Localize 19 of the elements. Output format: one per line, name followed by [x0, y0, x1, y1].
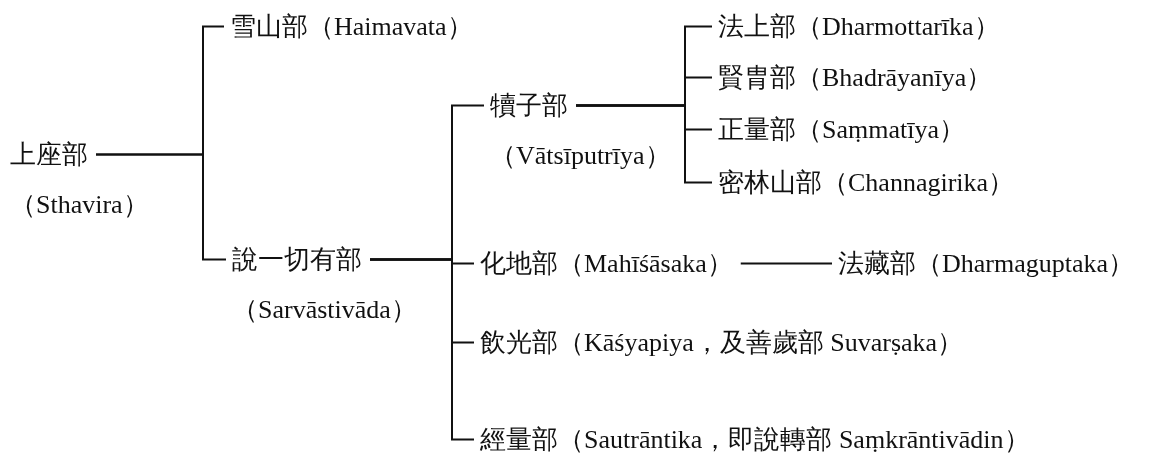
school-name: （Vātsīputrīya）: [490, 140, 671, 172]
school-name: 密林山部（Channagirika）: [718, 167, 1015, 199]
school-name: （Sarvāstivāda）: [232, 294, 417, 326]
tree-connector: [739, 262, 833, 265]
tree-connector: [369, 258, 475, 441]
school-name: （Sthavira）: [10, 189, 149, 221]
school-name: 上座部: [10, 139, 89, 171]
school-name: 說一切有部: [232, 244, 363, 276]
school-name: 飲光部（Kāśyapiya，及善歲部 Suvarṣaka）: [480, 327, 964, 359]
school-name: 化地部（Mahīśāsaka）: [480, 248, 733, 280]
school-name: 賢胄部（Bhadrāyanīya）: [718, 62, 993, 94]
tree-connector: [575, 104, 713, 184]
school-name: 法上部（Dharmottarīka）: [718, 11, 1000, 43]
tree-connector: [95, 153, 227, 261]
school-name: 犢子部: [490, 90, 569, 122]
school-name: 法藏部（Dharmaguptaka）: [838, 248, 1135, 280]
school-name: 雪山部（Haimavata）: [230, 11, 473, 43]
school-name: 正量部（Saṃmatīya）: [718, 114, 965, 146]
school-name: 經量部（Sautrāntika，即說轉部 Saṃkrāntivādin）: [480, 424, 1030, 456]
